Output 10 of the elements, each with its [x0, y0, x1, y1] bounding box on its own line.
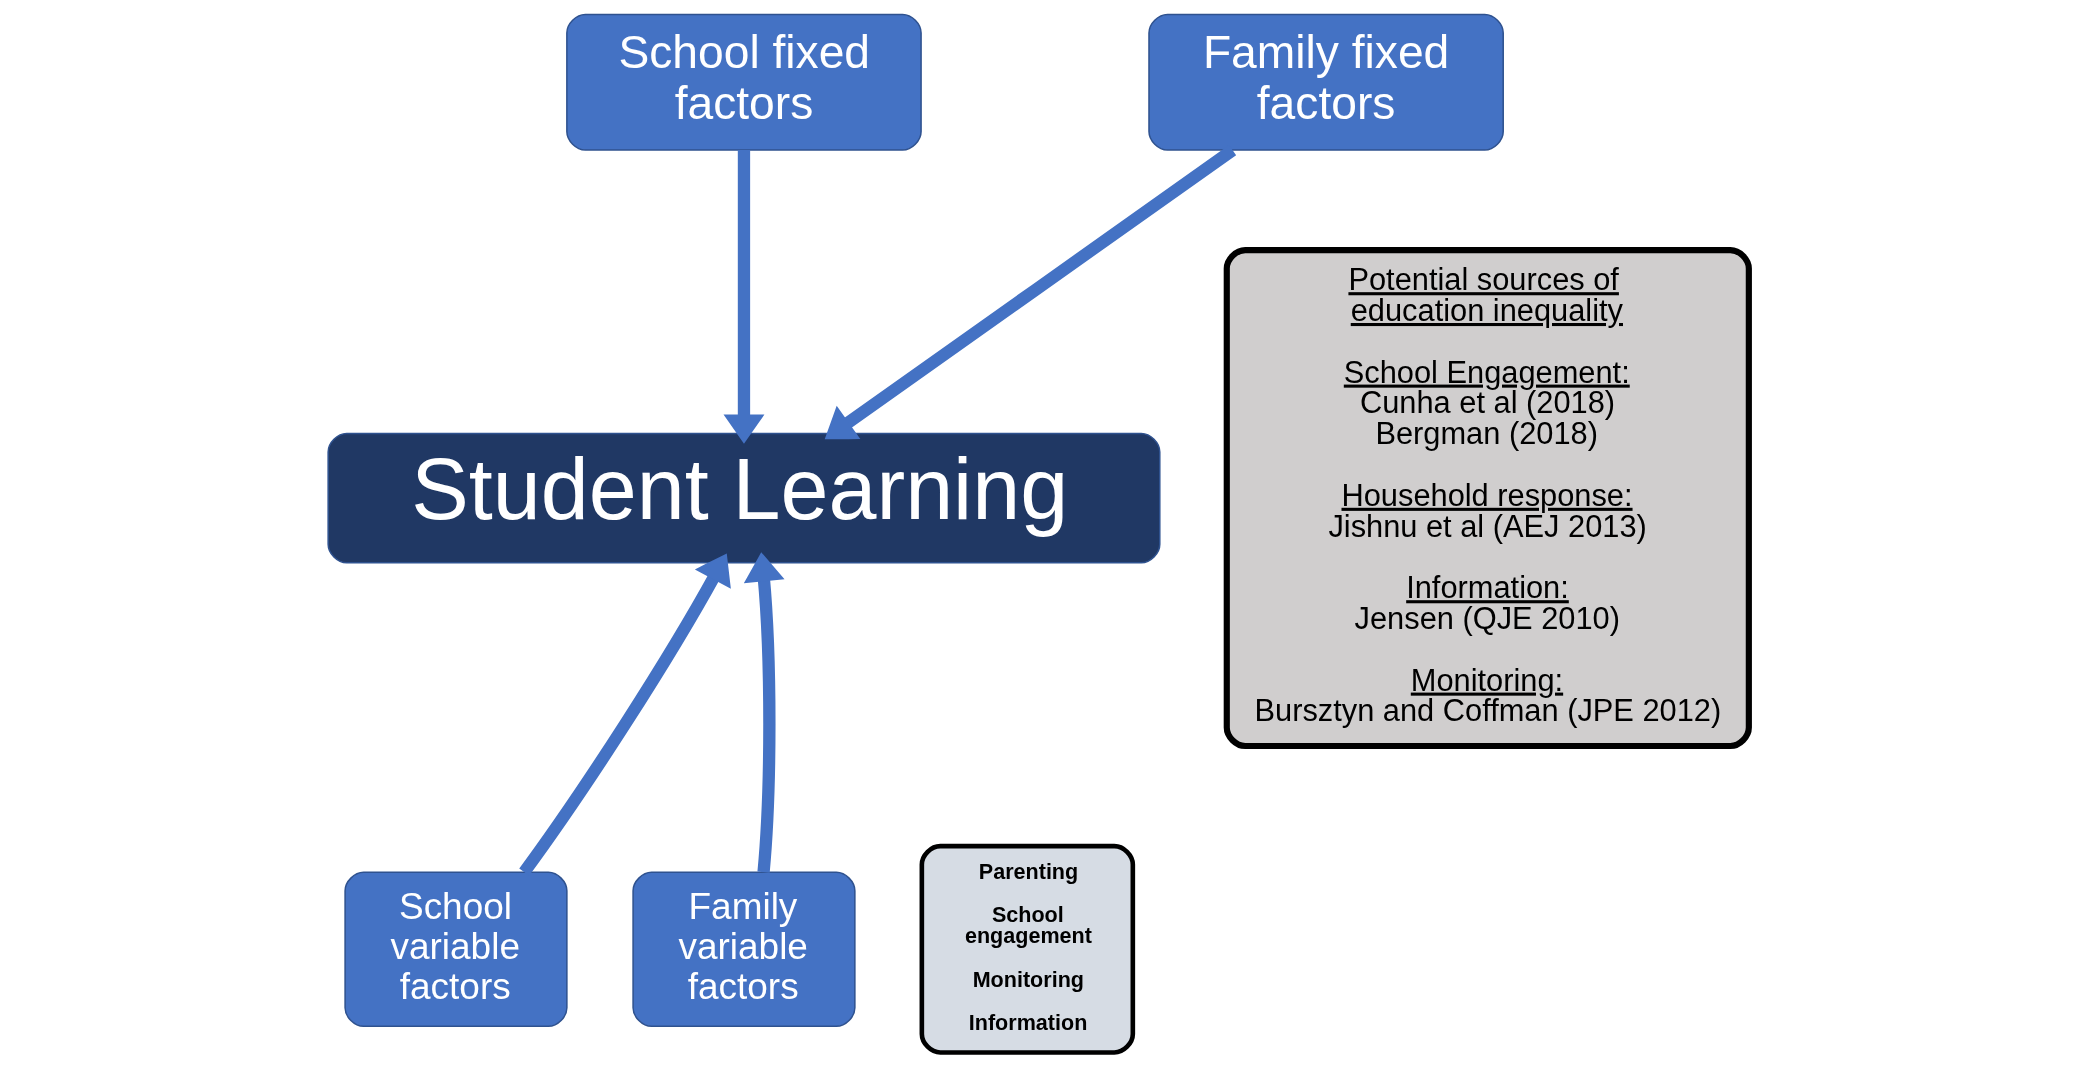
node-box: School fixed factors — [565, 13, 922, 151]
node-box: Parenting School engagement Monitoring Information — [919, 843, 1135, 1055]
arrow — [723, 150, 764, 444]
arrow — [743, 552, 785, 873]
arrow — [518, 553, 731, 876]
node-box: Family variable factors — [631, 871, 856, 1028]
node-box: Family fixed factors — [1147, 13, 1504, 151]
node-box: Student Learning — [326, 432, 1161, 564]
node-box: School variable factors — [343, 871, 568, 1028]
node-box: Potential sources of education inequality School Engagement: Cunha et al (2018) Bergman (2018) Household response: Jishnu et al (AEJ 2013) Information: Jensen (QJE 2010) Monitoring: Bursztyn and Coffman (JPE 2012) — [1223, 247, 1752, 750]
